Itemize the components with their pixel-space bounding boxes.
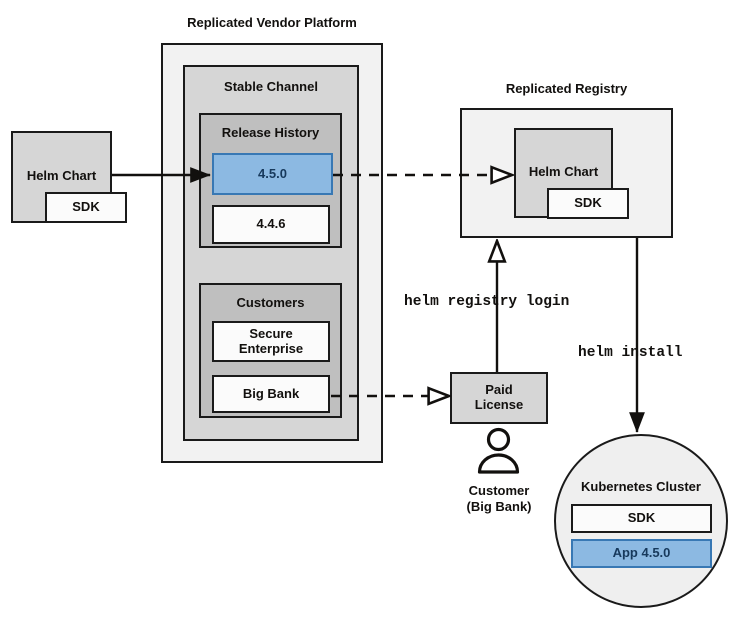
registry-sdk-label: SDK — [574, 195, 602, 211]
release-version-label: 4.5.0 — [258, 165, 287, 181]
cluster-component-app: App 4.5.0 — [571, 539, 712, 568]
release-item-4-5-0[interactable]: 4.5.0 — [212, 153, 333, 195]
release-version-label: 4.4.6 — [256, 216, 286, 232]
release-item-4-4-6[interactable]: 4.4.6 — [212, 205, 330, 244]
cluster-component-label: App 4.5.0 — [612, 545, 671, 561]
customer-caption-line2: (Big Bank) — [466, 499, 532, 515]
cluster-component-sdk: SDK — [571, 504, 712, 533]
paid-license-line1: Paid — [485, 382, 513, 398]
registry-sdk-box: SDK — [547, 188, 629, 219]
source-sdk-label: SDK — [72, 199, 100, 215]
registry-title: Replicated Registry — [505, 81, 628, 96]
command-helm-install: helm install — [578, 345, 683, 361]
release-history-label: Release History — [221, 125, 320, 140]
customer-item-line1: Secure — [249, 325, 293, 341]
stable-channel-label: Stable Channel — [224, 79, 318, 94]
customer-item-line1: Big Bank — [242, 385, 300, 401]
platform-title: Replicated Vendor Platform — [187, 15, 357, 30]
source-sdk-box: SDK — [45, 192, 127, 223]
customer-item-secure-enterprise[interactable]: Secure Enterprise — [212, 321, 330, 362]
customers-label: Customers — [236, 295, 305, 310]
command-registry-login: helm registry login — [404, 294, 570, 310]
paid-license-line2: License — [474, 397, 524, 412]
customer-item-line2: Enterprise — [238, 340, 304, 356]
person-icon — [474, 427, 524, 477]
registry-helm-chart-label: Helm Chart — [528, 164, 599, 179]
customer-item-big-bank[interactable]: Big Bank — [212, 375, 330, 413]
customer-caption: Customer (Big Bank) — [432, 483, 566, 516]
cluster-component-label: SDK — [627, 510, 656, 526]
customer-caption-line1: Customer — [468, 483, 530, 498]
paid-license-box: Paid License — [450, 372, 548, 424]
kubernetes-cluster-title: Kubernetes Cluster — [581, 479, 701, 494]
source-helm-chart-label: Helm Chart — [26, 168, 97, 183]
